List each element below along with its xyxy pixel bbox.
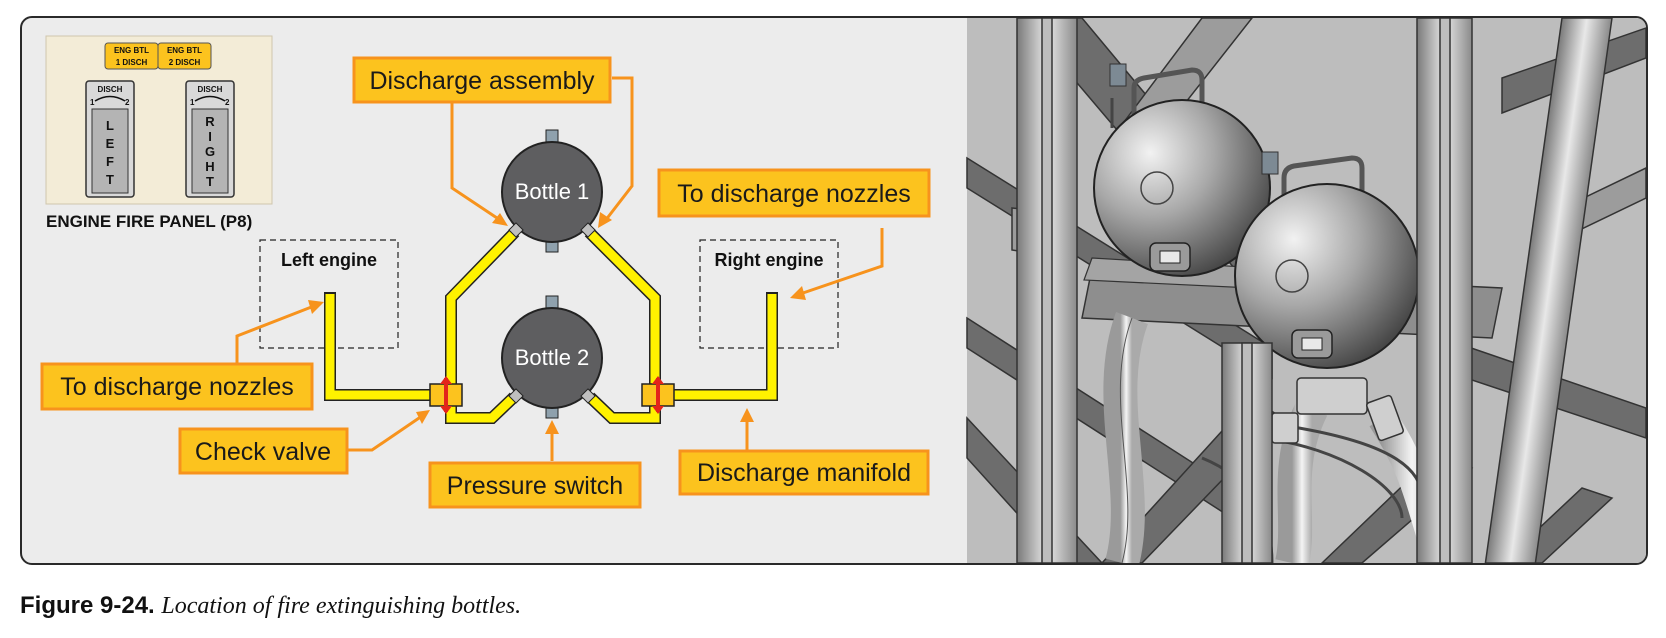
svg-text:2: 2 bbox=[225, 98, 230, 107]
callout-check-valve: Check valve bbox=[178, 427, 349, 475]
svg-text:Right engine: Right engine bbox=[715, 250, 824, 270]
svg-text:I: I bbox=[208, 129, 212, 144]
svg-text:G: G bbox=[205, 144, 215, 159]
svg-text:Pressure switch: Pressure switch bbox=[447, 472, 623, 500]
discharge-piping bbox=[324, 227, 778, 424]
svg-text:DISCH: DISCH bbox=[198, 85, 223, 94]
callout-discharge-manifold: Discharge manifold bbox=[678, 449, 930, 496]
svg-text:T: T bbox=[106, 172, 114, 187]
svg-text:DISCH: DISCH bbox=[98, 85, 123, 94]
eng-btl-1-disch-light: ENG BTL 1 DISCH bbox=[104, 42, 159, 70]
svg-text:2: 2 bbox=[125, 98, 130, 107]
engine-fire-panel: ENG BTL 1 DISCH ENG BTL 2 DISCH DISCH 1 … bbox=[45, 35, 273, 231]
left-check-valve bbox=[429, 376, 463, 414]
svg-text:Bottle 2: Bottle 2 bbox=[515, 345, 590, 370]
svg-text:1 DISCH: 1 DISCH bbox=[116, 58, 148, 67]
svg-text:ENG BTL: ENG BTL bbox=[167, 46, 202, 55]
bottle-1: Bottle 1 bbox=[501, 129, 603, 253]
svg-text:Bottle 1: Bottle 1 bbox=[515, 179, 590, 204]
svg-text:1: 1 bbox=[90, 98, 95, 107]
bottle-2: Bottle 2 bbox=[501, 295, 603, 419]
callout-arrowheads bbox=[308, 212, 806, 434]
figure-caption: Figure 9-24. Location of fire extinguish… bbox=[20, 592, 521, 620]
right-check-valve bbox=[641, 376, 675, 414]
panel-title: ENGINE FIRE PANEL (P8) bbox=[46, 212, 252, 231]
callout-discharge-assembly: Discharge assembly bbox=[352, 56, 612, 104]
svg-text:To discharge nozzles: To discharge nozzles bbox=[60, 373, 293, 401]
svg-text:Left engine: Left engine bbox=[281, 250, 377, 270]
bottle-2-sphere bbox=[1234, 151, 1420, 369]
caption-text: Location of fire extinguishing bottles. bbox=[161, 593, 522, 619]
callout-pressure-switch: Pressure switch bbox=[428, 461, 642, 509]
bottle-1-sphere bbox=[1093, 63, 1271, 277]
eng-btl-2-disch-light: ENG BTL 2 DISCH bbox=[157, 42, 212, 70]
svg-text:ENG BTL: ENG BTL bbox=[114, 46, 149, 55]
svg-text:Discharge manifold: Discharge manifold bbox=[697, 459, 911, 487]
caption-label: Figure 9-24. bbox=[20, 592, 155, 619]
svg-text:Check valve: Check valve bbox=[195, 438, 331, 466]
svg-text:T: T bbox=[206, 174, 214, 189]
svg-text:E: E bbox=[106, 136, 115, 151]
callout-to-discharge-nozzles-left: To discharge nozzles bbox=[40, 362, 314, 411]
svg-text:F: F bbox=[106, 154, 114, 169]
svg-text:To discharge nozzles: To discharge nozzles bbox=[677, 180, 910, 208]
callout-leaders bbox=[235, 76, 884, 461]
svg-text:H: H bbox=[205, 159, 214, 174]
svg-text:Discharge assembly: Discharge assembly bbox=[369, 67, 595, 95]
svg-text:R: R bbox=[205, 114, 215, 129]
right-engine-fire-switch[interactable]: DISCH 1 2 R I G H T bbox=[185, 80, 235, 198]
left-engine-fire-switch[interactable]: DISCH 1 2 L E F T bbox=[85, 80, 135, 198]
figure-frame: ENG BTL 1 DISCH ENG BTL 2 DISCH DISCH 1 … bbox=[20, 16, 1648, 565]
installation-illustration bbox=[966, 18, 1646, 563]
diagram: ENG BTL 1 DISCH ENG BTL 2 DISCH DISCH 1 … bbox=[40, 18, 1646, 563]
callout-to-discharge-nozzles-right: To discharge nozzles bbox=[657, 168, 931, 218]
svg-text:1: 1 bbox=[190, 98, 195, 107]
svg-text:2 DISCH: 2 DISCH bbox=[169, 58, 201, 67]
svg-text:L: L bbox=[106, 118, 114, 133]
